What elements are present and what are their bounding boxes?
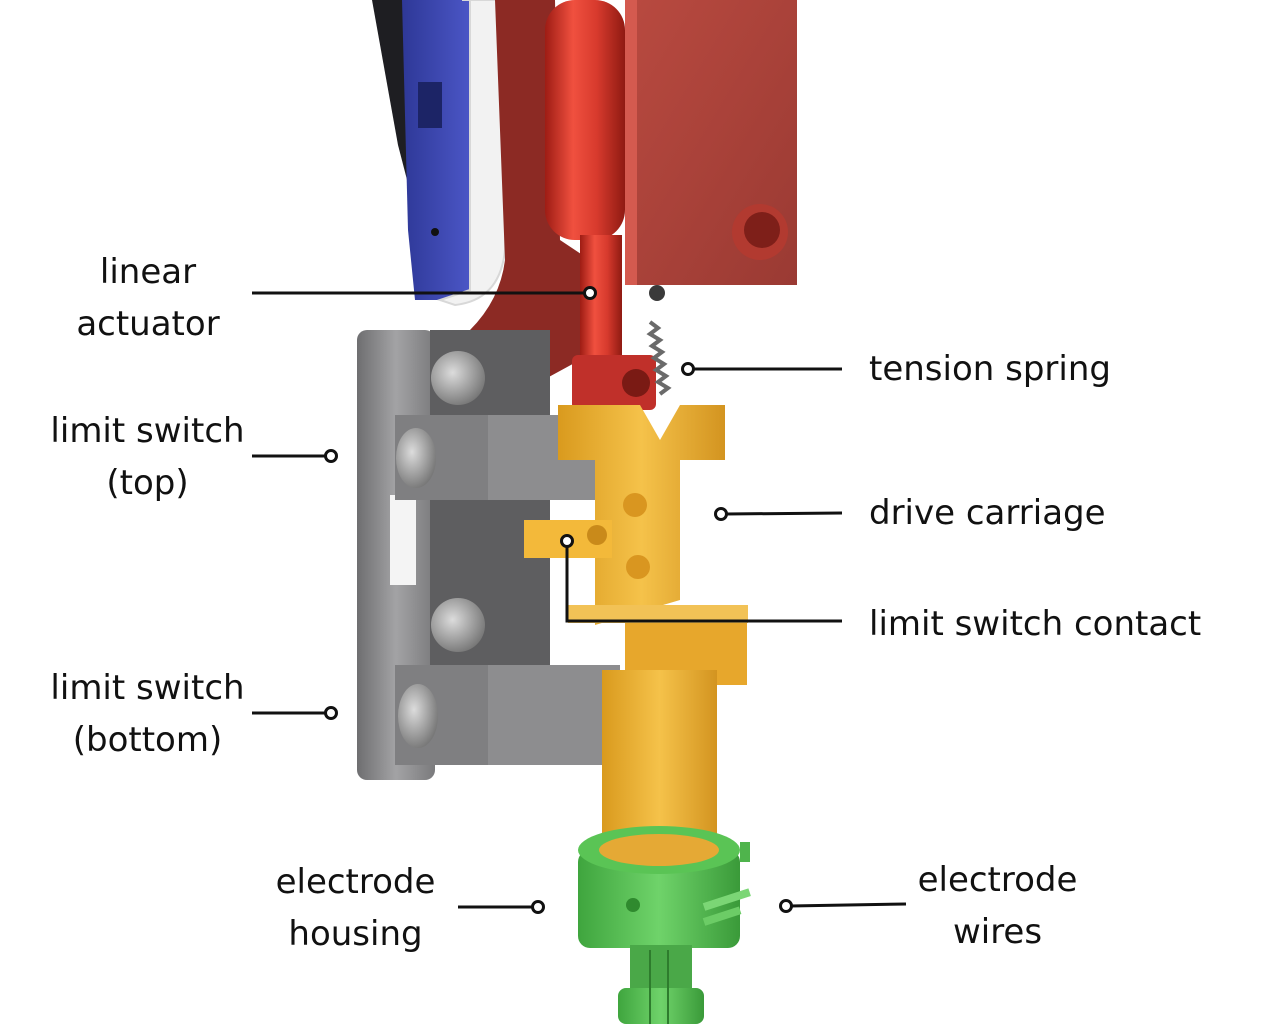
label-tension-spring-line1: tension spring <box>869 343 1111 395</box>
label-drive-carriage-line1: drive carriage <box>869 487 1106 539</box>
marker-limit-switch-contact <box>562 536 573 547</box>
electrode-housing-rim <box>599 834 719 866</box>
blue-plate-slot <box>418 82 442 128</box>
electrode-stem <box>630 945 692 990</box>
marker-electrode-housing <box>533 902 544 913</box>
label-electrode-wires-line2: wires <box>900 906 1095 958</box>
marker-linear-actuator <box>585 288 596 299</box>
limit-switch-bottom-bore <box>398 684 438 748</box>
blue-side-plate <box>402 0 470 300</box>
marker-electrode-wires <box>781 901 792 912</box>
label-electrode-housing-line2: housing <box>258 908 453 960</box>
spring-anchor-screw <box>649 285 665 301</box>
actuator-rod <box>580 235 622 365</box>
label-limit-switch-bottom: limit switch (bottom) <box>40 662 255 766</box>
label-limit-switch-bottom-line2: (bottom) <box>40 714 255 766</box>
label-electrode-wires: electrode wires <box>900 854 1095 958</box>
electrode-stem-ring <box>618 988 704 1024</box>
label-drive-carriage: drive carriage <box>869 487 1106 539</box>
limit-switch-top-bore <box>396 428 436 488</box>
label-limit-switch-bottom-line1: limit switch <box>40 662 255 714</box>
contact-tab-hole <box>587 525 607 545</box>
carriage-screw-1 <box>623 493 647 517</box>
marker-limit-switch-bottom <box>326 708 337 719</box>
label-tension-spring: tension spring <box>869 343 1111 395</box>
actuator-tube <box>545 0 625 240</box>
label-linear-actuator-line2: actuator <box>48 298 248 350</box>
leader-electrode-wires <box>790 904 906 906</box>
label-limit-switch-contact-line1: limit switch contact <box>869 598 1201 650</box>
label-limit-switch-top-line1: limit switch <box>40 405 255 457</box>
red-plate-bolt-head <box>744 212 780 248</box>
marker-drive-carriage <box>716 509 727 520</box>
marker-tension-spring <box>683 364 694 375</box>
label-electrode-housing-line1: electrode <box>258 856 453 908</box>
label-limit-switch-top-line2: (top) <box>40 457 255 509</box>
marker-limit-switch-top <box>326 451 337 462</box>
limit-switch-bottom-face <box>488 665 620 765</box>
blue-plate-hole <box>431 228 439 236</box>
housing-set-screw <box>626 898 640 912</box>
carriage-screw-2 <box>626 555 650 579</box>
label-linear-actuator-line1: linear <box>48 246 248 298</box>
label-limit-switch-contact: limit switch contact <box>869 598 1201 650</box>
red-plate-highlight <box>625 0 637 285</box>
leader-drive-carriage <box>726 513 842 514</box>
rod-end-bolt <box>622 369 650 397</box>
label-electrode-housing: electrode housing <box>258 856 453 960</box>
bracket-bolt-top <box>431 351 485 405</box>
label-limit-switch-top: limit switch (top) <box>40 405 255 509</box>
bracket-bolt-bottom <box>431 598 485 652</box>
label-electrode-wires-line1: electrode <box>900 854 1095 906</box>
gray-bracket-slot-1 <box>390 495 416 585</box>
label-linear-actuator: linear actuator <box>48 246 248 350</box>
housing-pin-top <box>740 842 750 862</box>
